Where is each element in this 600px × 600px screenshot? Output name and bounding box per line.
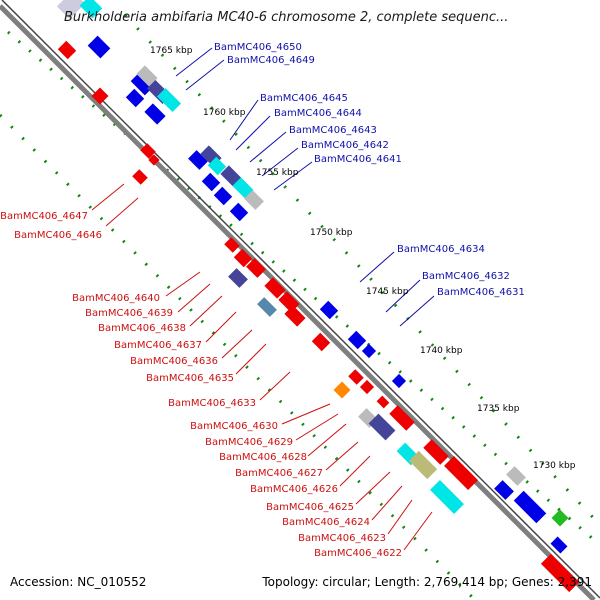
kbp-tick: 1755 kbp xyxy=(256,168,299,178)
kbp-tick: 1730 kbp xyxy=(533,461,576,471)
gene-block[interactable] xyxy=(188,150,208,170)
gene-block[interactable] xyxy=(233,248,253,268)
gene-block[interactable] xyxy=(540,553,580,593)
forward-leaders xyxy=(175,47,435,327)
gene-block[interactable] xyxy=(132,169,148,185)
accession-label: Accession: NC_010552 xyxy=(10,575,147,589)
gene-block[interactable] xyxy=(506,466,526,486)
gene-label[interactable]: BamMC406_4640 xyxy=(72,293,160,304)
genome-summary: Topology: circular; Length: 2,769,414 bp… xyxy=(262,575,592,589)
gene-block[interactable] xyxy=(513,490,547,524)
kbp-tick: 1740 kbp xyxy=(420,346,463,356)
gene-label[interactable]: BamMC406_4628 xyxy=(219,452,307,463)
gene-block[interactable] xyxy=(550,536,568,554)
reverse-gene-labels: BamMC406_4647 BamMC406_4646 BamMC406_464… xyxy=(0,211,402,559)
gene-block[interactable] xyxy=(347,330,367,350)
kbp-tick: 1745 kbp xyxy=(366,287,409,297)
gene-block[interactable] xyxy=(136,65,158,87)
gene-label[interactable]: BamMC406_4637 xyxy=(114,340,202,351)
gene-label[interactable]: BamMC406_4639 xyxy=(85,308,173,319)
gene-block[interactable] xyxy=(229,202,249,222)
gene-block[interactable] xyxy=(423,439,449,465)
gene-block[interactable] xyxy=(201,172,221,192)
gene-blocks xyxy=(56,0,569,554)
gene-label[interactable]: BamMC406_4627 xyxy=(235,468,323,479)
gene-label[interactable]: BamMC406_4643 xyxy=(289,125,377,136)
gene-block[interactable] xyxy=(551,509,569,527)
gene-block[interactable] xyxy=(264,277,286,299)
gene-block[interactable] xyxy=(207,156,227,176)
gene-block[interactable] xyxy=(444,456,478,490)
gene-label[interactable]: BamMC406_4622 xyxy=(314,548,402,559)
gene-label[interactable]: BamMC406_4650 xyxy=(214,42,302,53)
gene-block[interactable] xyxy=(389,405,415,431)
gene-label[interactable]: BamMC406_4623 xyxy=(298,533,386,544)
gene-label[interactable]: BamMC406_4629 xyxy=(205,437,293,448)
gene-block[interactable] xyxy=(319,300,339,320)
gene-label[interactable]: BamMC406_4649 xyxy=(227,55,315,66)
mid-dotted-track xyxy=(0,113,477,600)
gene-block[interactable] xyxy=(148,154,160,166)
gene-block[interactable] xyxy=(125,88,145,108)
gene-label[interactable]: BamMC406_4624 xyxy=(282,517,370,528)
gene-label[interactable]: BamMC406_4642 xyxy=(301,140,389,151)
page-title: Burkholderia ambifaria MC40-6 chromosome… xyxy=(64,10,509,25)
gene-block[interactable] xyxy=(228,268,248,288)
gene-block[interactable] xyxy=(79,0,103,19)
kbp-tick: 1750 kbp xyxy=(310,228,353,238)
gene-block[interactable] xyxy=(348,369,364,385)
gene-label[interactable]: BamMC406_4647 xyxy=(0,211,88,222)
gene-block[interactable] xyxy=(359,379,375,395)
gene-block[interactable] xyxy=(246,258,266,278)
gene-label[interactable]: BamMC406_4633 xyxy=(168,398,256,409)
gene-label[interactable]: BamMC406_4635 xyxy=(146,373,234,384)
kbp-tick: 1765 kbp xyxy=(150,46,193,56)
gene-block[interactable] xyxy=(140,143,156,159)
gene-block[interactable] xyxy=(391,373,407,389)
forward-gene-labels: BamMC406_4650 BamMC406_4649 BamMC406_464… xyxy=(214,42,525,298)
gene-block[interactable] xyxy=(91,87,109,105)
kbp-ticks: 1765 kbp 1760 kbp 1755 kbp 1750 kbp 1745… xyxy=(150,46,576,471)
tick-dotted-track xyxy=(123,13,600,527)
gene-block[interactable] xyxy=(56,0,86,20)
gene-block[interactable] xyxy=(368,413,396,441)
gene-block[interactable] xyxy=(311,332,331,352)
gene-block[interactable] xyxy=(130,72,154,96)
gene-block[interactable] xyxy=(376,395,390,409)
gene-block[interactable] xyxy=(57,40,77,60)
gene-blocks-reverse xyxy=(57,40,580,593)
gene-block[interactable] xyxy=(87,35,111,59)
gene-block[interactable] xyxy=(284,305,306,327)
gene-block[interactable] xyxy=(361,343,377,359)
gene-block[interactable] xyxy=(224,237,240,253)
gene-block[interactable] xyxy=(244,190,264,210)
gene-label[interactable]: BamMC406_4630 xyxy=(190,421,278,432)
gene-block[interactable] xyxy=(408,450,438,480)
gene-block[interactable] xyxy=(144,103,166,125)
kbp-tick: 1735 kbp xyxy=(477,404,520,414)
gene-label[interactable]: BamMC406_4646 xyxy=(14,230,102,241)
gene-block[interactable] xyxy=(213,186,233,206)
kbp-tick: 1760 kbp xyxy=(203,108,246,118)
gene-label[interactable]: BamMC406_4644 xyxy=(274,108,362,119)
gene-label[interactable]: BamMC406_4634 xyxy=(397,244,485,255)
gene-label[interactable]: BamMC406_4638 xyxy=(98,323,186,334)
gene-block[interactable] xyxy=(156,87,182,113)
gene-block[interactable] xyxy=(232,177,254,199)
gene-label[interactable]: BamMC406_4645 xyxy=(260,93,348,104)
gene-label[interactable]: BamMC406_4625 xyxy=(266,502,354,513)
gene-label[interactable]: BamMC406_4626 xyxy=(250,484,338,495)
gene-block[interactable] xyxy=(494,480,514,500)
gene-block[interactable] xyxy=(333,381,351,399)
gene-label[interactable]: BamMC406_4641 xyxy=(314,154,402,165)
gene-label[interactable]: BamMC406_4631 xyxy=(437,287,525,298)
gene-block[interactable] xyxy=(220,165,242,187)
gene-label[interactable]: BamMC406_4632 xyxy=(422,271,510,282)
gene-block[interactable] xyxy=(430,480,464,514)
gene-label[interactable]: BamMC406_4636 xyxy=(130,356,218,367)
reverse-leaders xyxy=(91,183,433,551)
gene-block[interactable] xyxy=(257,297,277,317)
